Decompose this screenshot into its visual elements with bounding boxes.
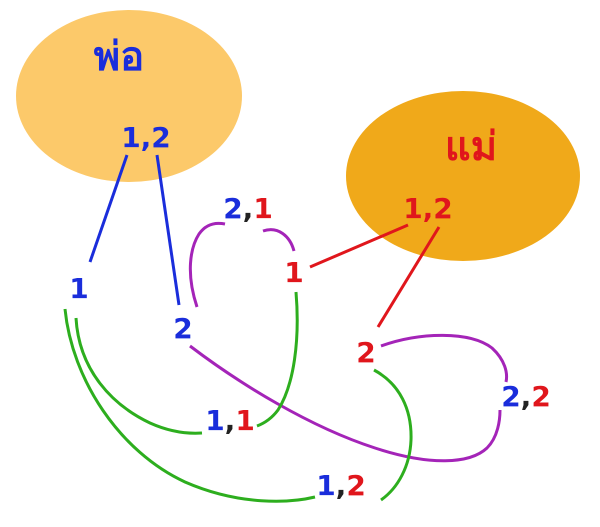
mother-circle xyxy=(346,91,580,261)
father-gamete-1: 1 xyxy=(69,272,88,305)
father-to-gamete-2-line xyxy=(155,154,181,306)
mother-gamete-1: 1 xyxy=(284,256,303,289)
father-alleles: 1,2 xyxy=(121,121,171,154)
mother-to-gamete-1-line xyxy=(309,223,409,269)
mother-gamete-2: 2 xyxy=(356,336,375,369)
purple-gamete2-to-offspring-21 xyxy=(188,221,226,308)
father-to-gamete-1-line xyxy=(88,154,129,263)
green-mother2-to-offspring-12 xyxy=(373,368,413,502)
purple-gamete2-to-offspring-22 xyxy=(189,344,502,463)
father-title: พ่อ xyxy=(94,34,144,80)
father-gamete-2: 2 xyxy=(173,312,192,345)
mother-alleles: 1,2 xyxy=(403,192,453,225)
purple-gamete1-to-offspring-21 xyxy=(262,228,296,252)
mother-title: แม่ xyxy=(445,124,497,170)
offspring-1-2: 1,2 xyxy=(316,469,366,502)
mother-to-gamete-2-line xyxy=(376,226,441,328)
father-circle xyxy=(16,10,242,182)
offspring-2-2: 2,2 xyxy=(501,380,551,413)
green-gamete1-to-offspring-11 xyxy=(74,317,203,435)
green-mother1-to-offspring-11 xyxy=(256,291,299,428)
purple-mother2-to-offspring-22 xyxy=(380,333,509,383)
green-gamete1-to-offspring-12 xyxy=(63,308,316,503)
offspring-1-1: 1,1 xyxy=(205,404,255,437)
offspring-2-1: 2,1 xyxy=(223,192,273,225)
